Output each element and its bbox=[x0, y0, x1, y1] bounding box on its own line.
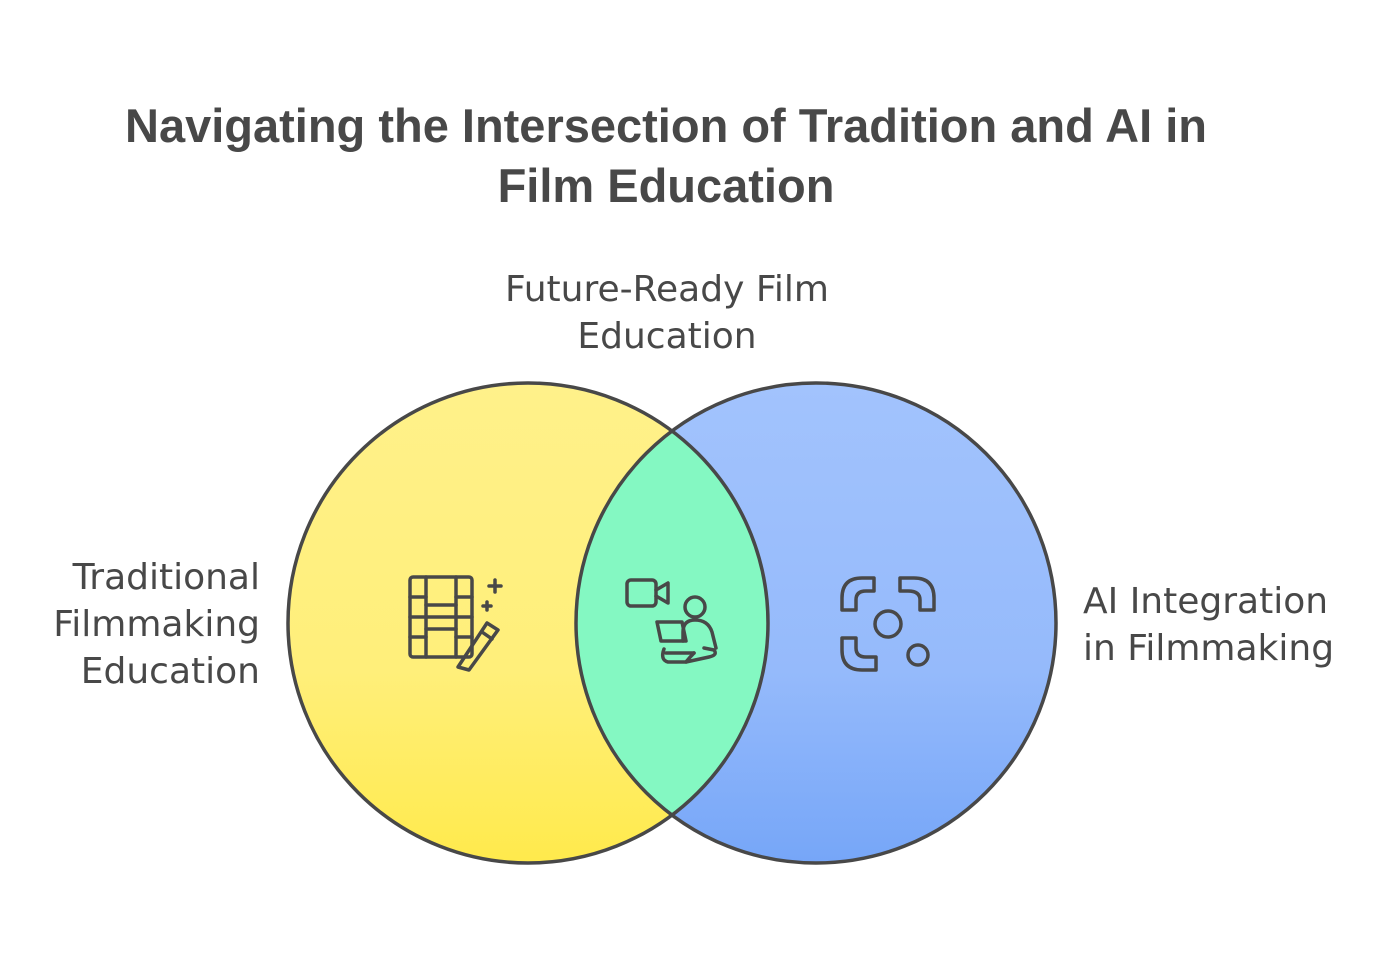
left-set-label: Traditional Filmmaking Education bbox=[20, 554, 260, 695]
film-edit-icon bbox=[408, 575, 503, 672]
ai-scan-icon bbox=[840, 576, 936, 672]
right-set-outline bbox=[574, 381, 1058, 865]
right-set-label: AI Integration in Filmmaking bbox=[1083, 578, 1383, 672]
left-set-label-line-1: Traditional bbox=[72, 557, 260, 598]
online-video-learning-icon bbox=[625, 578, 718, 664]
right-set-label-line-1: AI Integration bbox=[1083, 581, 1329, 622]
left-set-label-line-3: Education bbox=[80, 651, 260, 692]
title-line-1: Navigating the Intersection of Tradition… bbox=[125, 99, 1207, 152]
diagram-title: Navigating the Intersection of Tradition… bbox=[96, 96, 1236, 216]
intersection-region bbox=[576, 383, 768, 863]
left-set-label-line-2: Filmmaking bbox=[53, 604, 260, 645]
intersection-label: Future-Ready Film Education bbox=[467, 266, 867, 360]
intersection-label-line-1: Future-Ready Film bbox=[505, 269, 829, 310]
intersection-label-line-2: Education bbox=[577, 316, 757, 357]
title-line-2: Film Education bbox=[497, 159, 835, 212]
left-set-outline bbox=[286, 381, 770, 865]
right-set-label-line-2: in Filmmaking bbox=[1083, 628, 1335, 669]
